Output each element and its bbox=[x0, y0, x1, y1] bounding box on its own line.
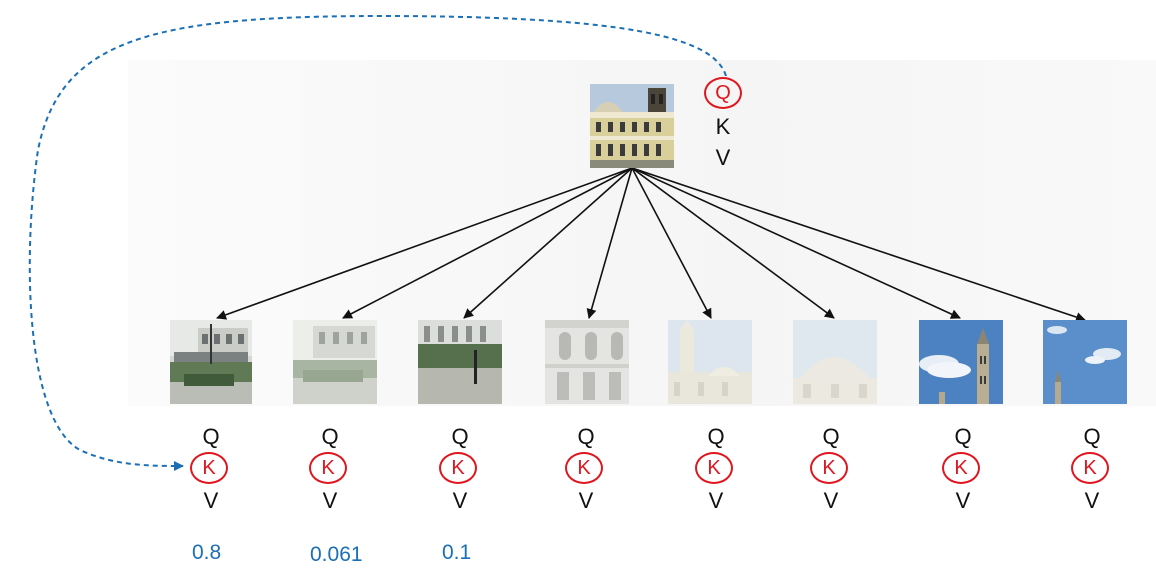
patch-1-q-label: Q bbox=[202, 424, 220, 449]
attention-weight-2: 0.061 bbox=[310, 543, 363, 566]
patch-3-k-circled: K bbox=[439, 452, 477, 484]
patch-8-q-label: Q bbox=[1083, 424, 1101, 449]
query-image-tile bbox=[590, 84, 674, 168]
patch-image-7 bbox=[919, 320, 1003, 404]
patch-8-v-label: V bbox=[1084, 488, 1100, 513]
patch-6-v-label: V bbox=[823, 488, 839, 513]
attention-arrow-4 bbox=[586, 167, 633, 319]
patch-5-v-label: V bbox=[708, 488, 724, 513]
patch-4-k-circled: K bbox=[565, 452, 603, 484]
patch-image-5 bbox=[668, 320, 752, 404]
attention-weight-1: 0.8 bbox=[192, 541, 222, 564]
patch-2-k-circled: K bbox=[309, 452, 347, 484]
attention-weight-3: 0.1 bbox=[442, 541, 472, 564]
patch-image-2 bbox=[293, 320, 377, 404]
query-v-label: V bbox=[715, 145, 731, 170]
attention-arrow-6 bbox=[631, 167, 835, 319]
patch-1-k-circled: K bbox=[190, 452, 228, 484]
query-q-circled: Q bbox=[704, 77, 742, 109]
patch-4-v-label: V bbox=[578, 488, 594, 513]
patch-7-k-circled: K bbox=[942, 452, 980, 484]
query-k-label: K bbox=[715, 114, 731, 139]
attention-arrow-2 bbox=[342, 167, 633, 319]
attention-arrow-8 bbox=[631, 167, 1086, 322]
patch-image-6 bbox=[793, 320, 877, 404]
attention-arrow-7 bbox=[631, 167, 961, 319]
patch-3-v-label: V bbox=[452, 488, 468, 513]
patch-6-k-circled: K bbox=[810, 452, 848, 484]
patch-image-1 bbox=[170, 320, 252, 404]
patch-image-8 bbox=[1043, 320, 1127, 404]
patch-2-v-label: V bbox=[322, 488, 338, 513]
patch-1-v-label: V bbox=[203, 488, 219, 513]
patch-7-q-label: Q bbox=[954, 424, 972, 449]
attention-arrow-1 bbox=[216, 167, 633, 320]
patch-8-k-circled: K bbox=[1071, 452, 1109, 484]
patch-2-q-label: Q bbox=[321, 424, 339, 449]
patch-image-3 bbox=[418, 320, 502, 404]
patch-5-k-circled: K bbox=[695, 452, 733, 484]
patch-6-q-label: Q bbox=[822, 424, 840, 449]
patch-image-4 bbox=[545, 320, 629, 404]
patch-3-q-label: Q bbox=[451, 424, 469, 449]
patch-5-q-label: Q bbox=[707, 424, 725, 449]
attention-arrow-3 bbox=[463, 167, 633, 319]
patch-7-v-label: V bbox=[955, 488, 971, 513]
attention-arrow-5 bbox=[631, 167, 712, 319]
patch-4-q-label: Q bbox=[577, 424, 595, 449]
